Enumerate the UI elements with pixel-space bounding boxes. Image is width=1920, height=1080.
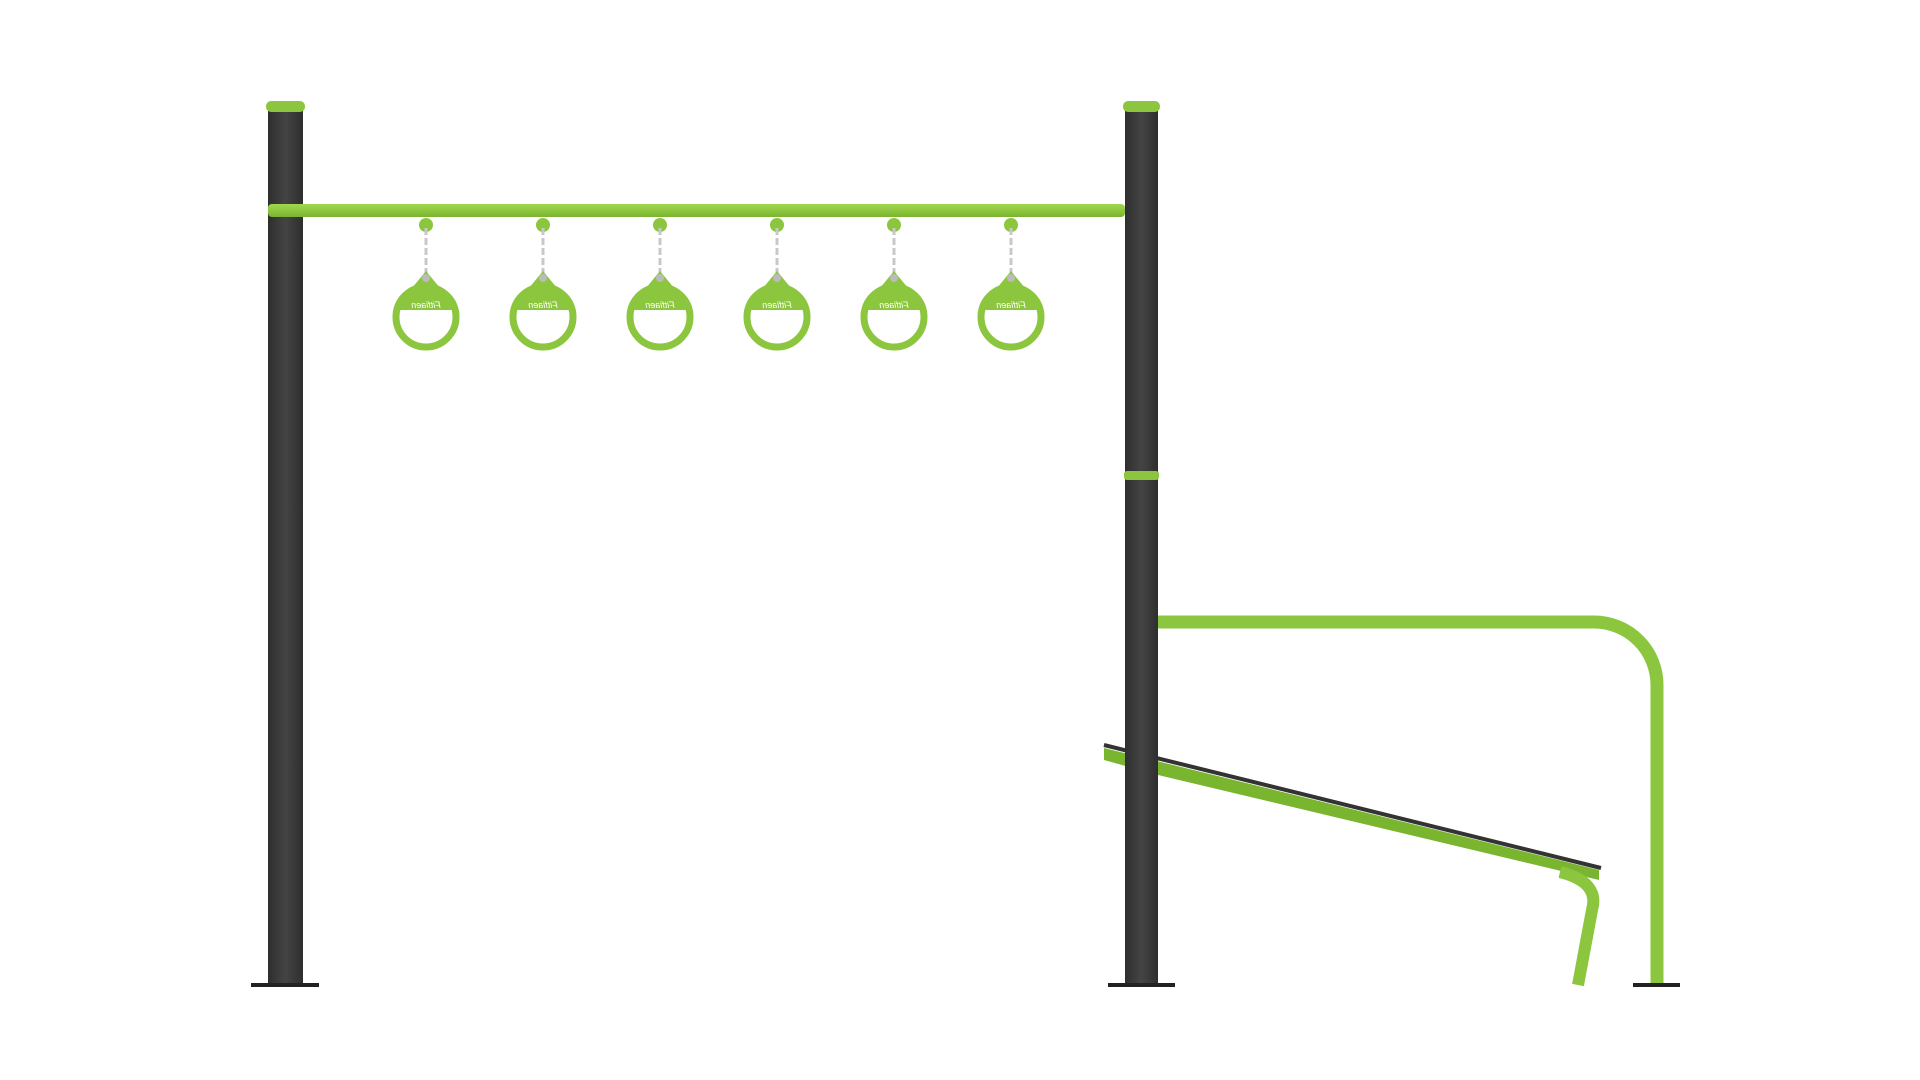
right-post (1108, 101, 1175, 987)
monkey-bar (268, 204, 1125, 217)
gymnastic-ring: Fitfiaen (977, 218, 1045, 351)
gymnastic-ring: Fitfiaen (860, 218, 928, 351)
hanging-rings: Fitfiaen Fitfiaen Fitfiaen Fitfiaen Fitf… (392, 218, 1045, 351)
svg-text:Fitfiaen: Fitfiaen (762, 300, 792, 310)
gymnastic-ring: Fitfiaen (743, 218, 811, 351)
handrail (1158, 615, 1664, 985)
svg-text:Fitfiaen: Fitfiaen (528, 300, 558, 310)
gymnastic-ring: Fitfiaen (392, 218, 460, 351)
svg-text:Fitfiaen: Fitfiaen (879, 300, 909, 310)
svg-text:Fitfiaen: Fitfiaen (411, 300, 441, 310)
post-cap (266, 101, 305, 112)
incline-bench (1103, 743, 1602, 987)
svg-text:Fitfiaen: Fitfiaen (996, 300, 1026, 310)
post-cap (1123, 101, 1160, 112)
gymnastic-ring: Fitfiaen (509, 218, 577, 351)
base-plate (251, 983, 319, 987)
svg-text:Fitfiaen: Fitfiaen (645, 300, 675, 310)
left-post (251, 101, 319, 987)
base-plate (1108, 983, 1175, 987)
base-plate (1633, 983, 1680, 987)
gymnastic-ring: Fitfiaen (626, 218, 694, 351)
post-band (1124, 471, 1159, 480)
